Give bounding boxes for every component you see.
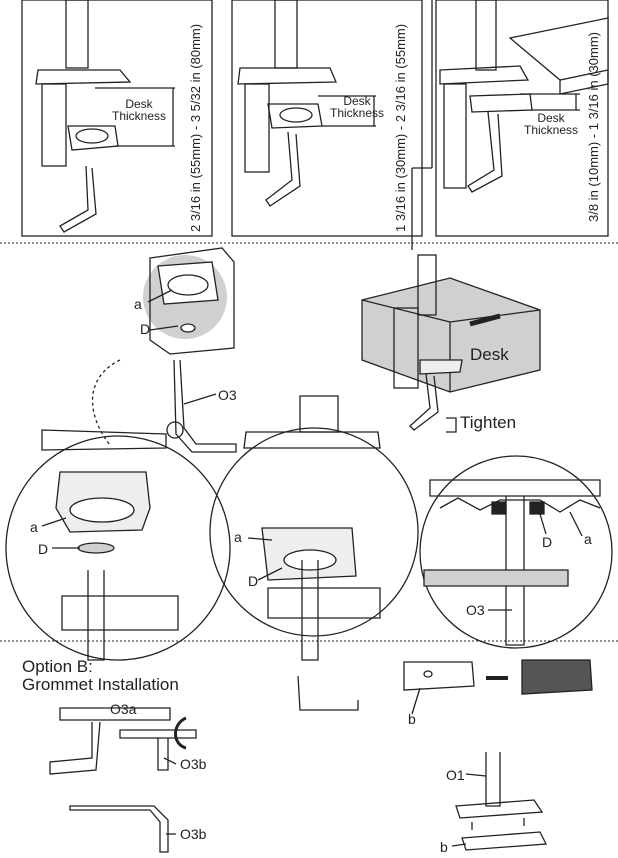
clamp-drawing-3 bbox=[439, 0, 609, 193]
option-b-subtitle: Grommet Installation bbox=[22, 675, 179, 694]
tool-o3b-label-1: O3b bbox=[180, 756, 207, 772]
desk-thickness-label-2: Desk Thickness bbox=[330, 94, 385, 120]
option-b-title: Option B: bbox=[22, 657, 93, 676]
tool-o3-label-zoom: O3 bbox=[466, 602, 485, 618]
plate-b-label-top: b bbox=[408, 711, 416, 727]
tool-o3b-label-2: O3b bbox=[180, 826, 207, 842]
part-d-label-middle: D bbox=[248, 573, 259, 589]
panel-thin-desk bbox=[435, 0, 609, 237]
part-a-label-top: a bbox=[134, 296, 142, 312]
clamp-drawing-2 bbox=[237, 0, 376, 207]
part-d-label-right: D bbox=[542, 534, 553, 550]
part-a-label-left: a bbox=[30, 519, 38, 535]
thickness-range-3: 3/8 in (10mm) - 1 3/16 in (30mm) bbox=[586, 31, 601, 222]
panel-thick-desk bbox=[21, 0, 213, 237]
zoom-circle-middle bbox=[209, 427, 419, 637]
tighten-label: Tighten bbox=[460, 413, 517, 432]
plate-b-label-bottom: b bbox=[440, 839, 448, 855]
desk-thickness-label-1: Desk Thickness bbox=[112, 97, 167, 123]
zoom-circle-right bbox=[419, 455, 613, 649]
desk-label: Desk bbox=[470, 345, 509, 364]
thickness-range-2: 1 3/16 in (30mm) - 2 3/16 in (55mm) bbox=[393, 23, 408, 232]
part-a-label-right: a bbox=[584, 531, 592, 547]
clamp-drawing-1 bbox=[35, 0, 175, 233]
thickness-range-1: 2 3/16 in (55mm) - 3 5/32 in (80mm) bbox=[188, 23, 203, 232]
tool-o3a-label: O3a bbox=[110, 701, 137, 717]
panel-medium-desk bbox=[231, 0, 423, 237]
zoom-circle-left bbox=[5, 435, 231, 661]
desk-thickness-label-3: Desk Thickness bbox=[524, 111, 579, 137]
part-a-label-middle: a bbox=[234, 529, 242, 545]
tool-o3-label: O3 bbox=[218, 387, 237, 403]
part-d-label-top: D bbox=[140, 321, 151, 337]
part-d-label-left: D bbox=[38, 541, 49, 557]
pole-o1-label: O1 bbox=[446, 767, 465, 783]
